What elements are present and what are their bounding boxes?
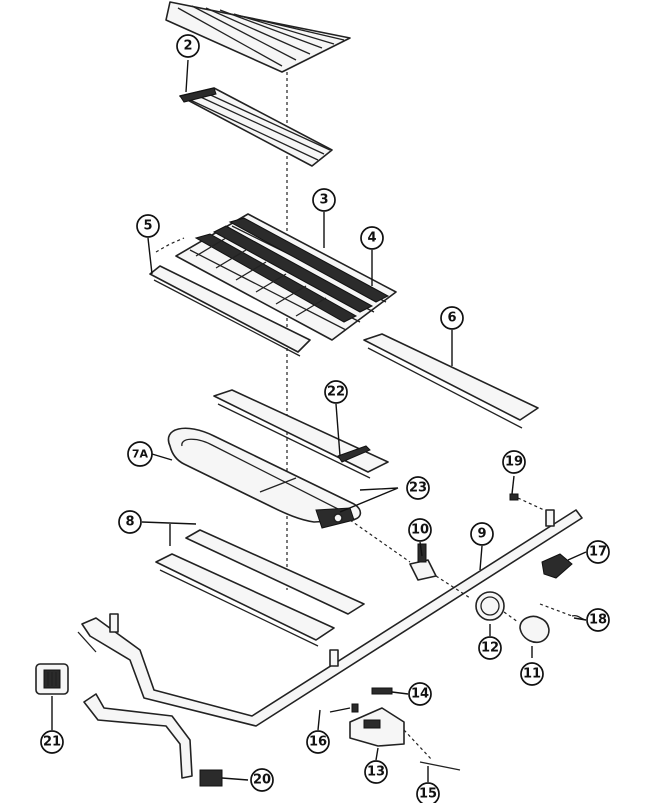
- callout-9: 9: [470, 522, 494, 546]
- callout-label: 5: [143, 219, 152, 234]
- screw-16: [351, 703, 359, 713]
- igniter-switch: [541, 553, 573, 579]
- right-channel: [363, 333, 539, 429]
- callout-12: 12: [478, 636, 502, 660]
- callout-5: 5: [136, 214, 160, 238]
- callout-label: 4: [367, 231, 376, 246]
- callout-label: 21: [43, 735, 61, 750]
- callout-21: 21: [40, 730, 64, 754]
- callout-label: 10: [411, 523, 429, 538]
- frame-rail: [77, 509, 583, 727]
- spring-clip: [371, 687, 393, 695]
- burner-shield: [213, 389, 389, 479]
- callout-label: 2: [183, 39, 192, 54]
- callout-10: 10: [408, 518, 432, 542]
- callout-7a: 7A: [127, 441, 153, 467]
- callout-label: 19: [505, 455, 523, 470]
- gas-tube: [83, 693, 223, 787]
- callout-22: 22: [324, 380, 348, 404]
- callout-17: 17: [586, 540, 610, 564]
- callout-label: 23: [409, 481, 427, 496]
- callout-label: 11: [523, 667, 541, 682]
- wire: [419, 761, 461, 771]
- callout-16: 16: [306, 730, 330, 754]
- callout-label: 3: [319, 193, 328, 208]
- callout-11: 11: [520, 662, 544, 686]
- burner-fitting: [35, 663, 69, 695]
- callout-label: 9: [477, 527, 486, 542]
- screw-19: [509, 493, 545, 511]
- knob: [519, 615, 550, 644]
- callout-label: 7A: [132, 448, 149, 461]
- callout-15: 15: [416, 782, 440, 803]
- callout-label: 12: [481, 641, 499, 656]
- callout-3: 3: [312, 188, 336, 212]
- burner-grid: [175, 213, 397, 341]
- callout-label: 14: [411, 687, 429, 702]
- callout-23: 23: [406, 476, 430, 500]
- callout-label: 18: [589, 613, 607, 628]
- callout-19: 19: [502, 450, 526, 474]
- igniter-module: [349, 707, 405, 747]
- knob-ring: [475, 591, 505, 621]
- callout-4: 4: [360, 226, 384, 250]
- callout-label: 13: [367, 765, 385, 780]
- callout-label: 20: [253, 773, 271, 788]
- callout-label: 17: [589, 545, 607, 560]
- callout-13: 13: [364, 760, 388, 784]
- callout-18: 18: [586, 608, 610, 632]
- left-channel: [149, 265, 311, 357]
- callout-6: 6: [440, 306, 464, 330]
- top-grate: [165, 1, 351, 73]
- valve: [409, 543, 437, 581]
- callout-label: 8: [125, 515, 134, 530]
- lower-channel: [155, 529, 365, 647]
- callout-label: 15: [419, 787, 437, 802]
- callout-14: 14: [408, 682, 432, 706]
- callout-label: 6: [447, 311, 456, 326]
- callout-label: 22: [327, 385, 345, 400]
- grill-rack: [179, 87, 333, 167]
- callout-label: 16: [309, 735, 327, 750]
- callout-2: 2: [176, 34, 200, 58]
- callout-8: 8: [118, 510, 142, 534]
- callout-20: 20: [250, 768, 274, 792]
